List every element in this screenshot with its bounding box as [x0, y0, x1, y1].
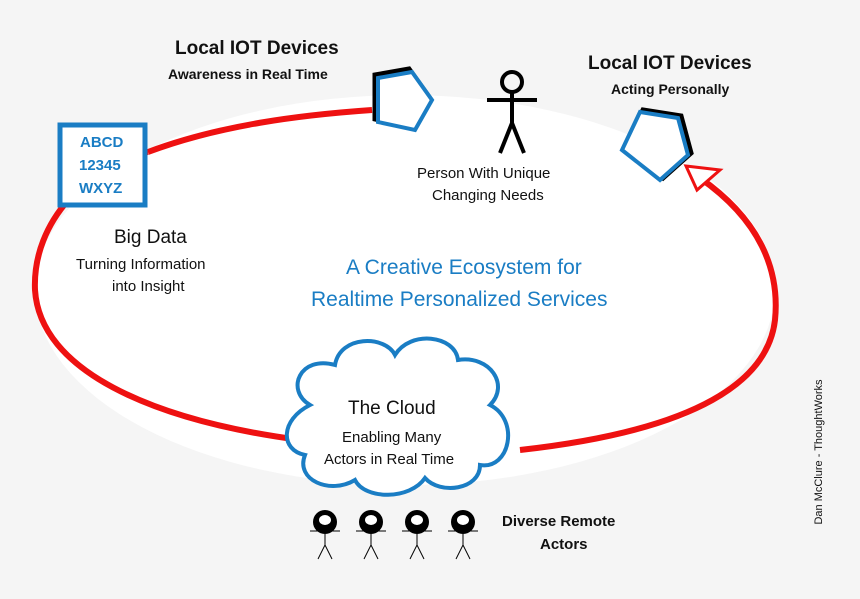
person-label-line2: Changing Needs — [432, 187, 544, 204]
actors-label-line1: Diverse Remote — [502, 513, 616, 530]
iot-awareness-title: Local IOT Devices — [175, 38, 339, 59]
remote-actor-icon — [356, 510, 386, 560]
big-data-line2: into Insight — [112, 278, 185, 295]
cycle-arrowhead — [683, 164, 724, 193]
big-data-box-line3: WXYZ — [79, 180, 123, 197]
big-data-box-line1: ABCD — [80, 134, 124, 151]
cloud-line1: Enabling Many — [342, 429, 442, 446]
remote-actor-icon — [310, 510, 340, 560]
center-title-line2: Realtime Personalized Services — [311, 288, 608, 311]
iot-acting-subtitle: Acting Personally — [611, 81, 730, 97]
stick-figure-icon — [487, 70, 537, 154]
big-data-box — [57, 122, 148, 208]
credit-label: Dan McClure - ThoughtWorks — [813, 379, 825, 525]
cloud-title: The Cloud — [348, 398, 436, 419]
cloud-line2: Actors in Real Time — [324, 451, 455, 468]
cloud-shape — [284, 336, 510, 497]
remote-actor-icon — [402, 510, 432, 560]
ecosystem-area — [35, 95, 775, 485]
center-title-line1: A Creative Ecosystem for — [346, 256, 582, 279]
big-data-box-line2: 12345 — [79, 157, 121, 174]
big-data-title: Big Data — [114, 227, 187, 248]
big-data-line1: Turning Information — [76, 256, 206, 273]
pentagon-sensor-icon — [372, 66, 435, 133]
remote-actor-icon — [448, 510, 478, 560]
iot-awareness-subtitle: Awareness in Real Time — [168, 66, 328, 82]
remote-actors-group — [310, 510, 478, 560]
iot-acting-title: Local IOT Devices — [588, 53, 752, 74]
actors-label-line2: Actors — [540, 536, 588, 553]
pentagon-actuator-icon — [619, 107, 694, 183]
person-label-line1: Person With Unique — [417, 165, 551, 182]
